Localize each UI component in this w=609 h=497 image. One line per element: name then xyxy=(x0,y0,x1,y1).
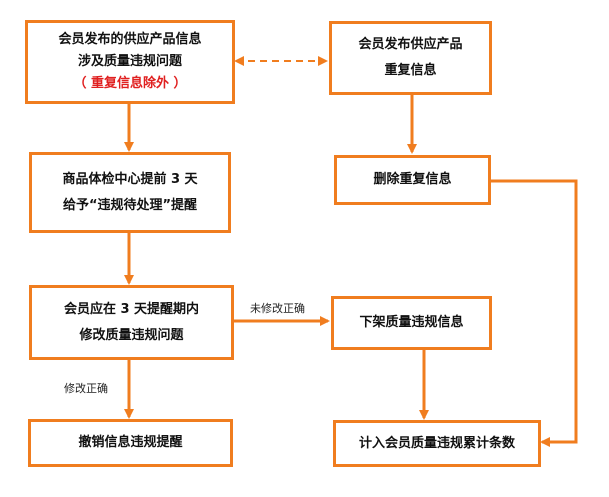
box-delete-duplicate-label: 删除重复信息 xyxy=(373,172,452,187)
box-inspection-reminder: 商品体检中心提前 3 天 给予“违规待处理”提醒 xyxy=(29,152,231,233)
box-duplicate-info: 会员发布供应产品 重复信息 xyxy=(329,21,492,95)
arrow-b4-b8 xyxy=(490,179,578,447)
box-count-violations: 计入会员质量违规累计条数 xyxy=(333,420,541,467)
box-takedown-info: 下架质量违规信息 xyxy=(331,296,492,350)
box-quality-violation-line1: 会员发布的供应产品信息 xyxy=(58,32,202,47)
box-correct-within-3-days: 会员应在 3 天提醒期内 修改质量违规问题 xyxy=(29,285,234,360)
box-revoke-reminder: 撤销信息违规提醒 xyxy=(28,419,233,467)
label-corrected: 修改正确 xyxy=(64,382,108,395)
box-correct-within-3-days-line1: 会员应在 3 天提醒期内 xyxy=(63,301,200,317)
box-quality-violation-note: （ 重复信息除外 ） xyxy=(73,76,187,91)
box-delete-duplicate: 删除重复信息 xyxy=(334,155,491,205)
box-inspection-reminder-line1: 商品体检中心提前 3 天 xyxy=(62,171,198,187)
box-takedown-info-label: 下架质量违规信息 xyxy=(359,315,464,330)
box-quality-violation: 会员发布的供应产品信息 涉及质量违规问题 （ 重复信息除外 ） xyxy=(25,20,235,104)
box-quality-violation-line2: 涉及质量违规问题 xyxy=(77,54,182,69)
box-duplicate-info-line1: 会员发布供应产品 xyxy=(358,37,463,52)
box-inspection-reminder-line2: 给予“违规待处理”提醒 xyxy=(62,197,198,213)
box-duplicate-info-line2: 重复信息 xyxy=(384,63,437,78)
box-correct-within-3-days-line2: 修改质量违规问题 xyxy=(79,327,184,343)
box-count-violations-label: 计入会员质量违规累计条数 xyxy=(358,435,515,451)
box-revoke-reminder-label: 撤销信息违规提醒 xyxy=(78,435,183,450)
label-not-corrected: 未修改正确 xyxy=(250,302,305,315)
